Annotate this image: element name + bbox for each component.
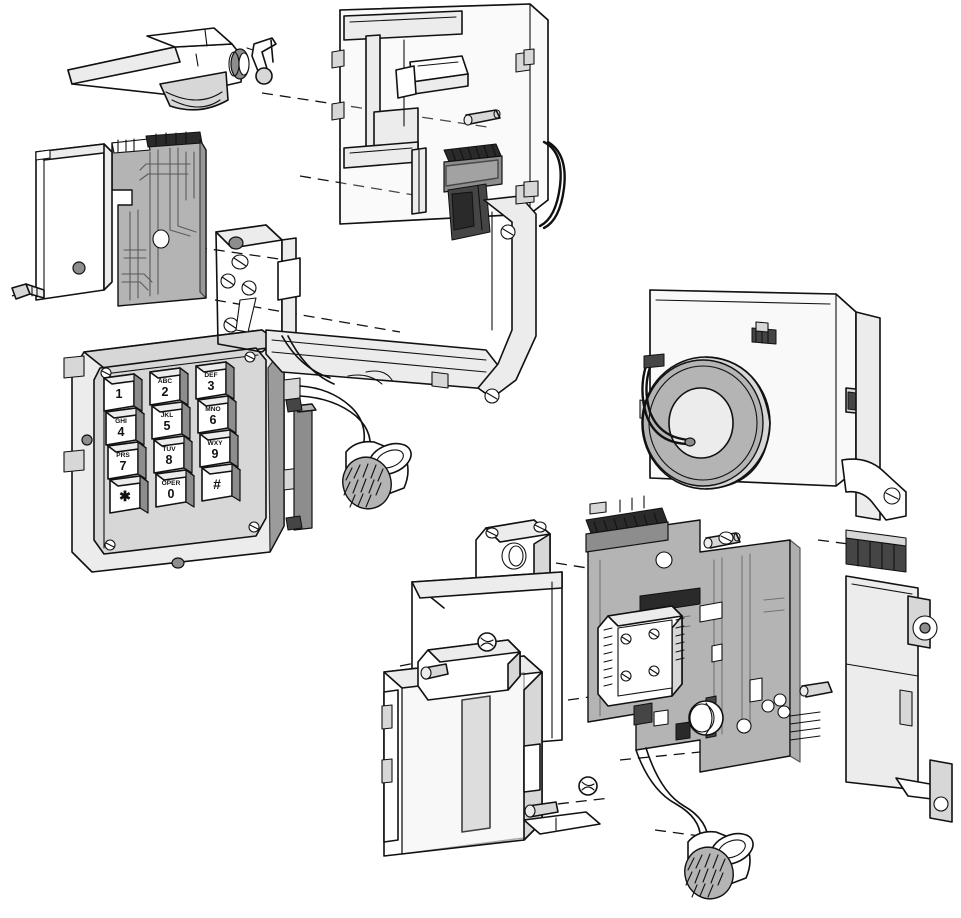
alignment-pin (463, 109, 501, 126)
key-label-alpha: PRS (116, 452, 130, 459)
ribbon-header (585, 495, 669, 553)
pcb-hole (655, 551, 673, 569)
key-label-num: 2 (162, 385, 169, 399)
cover-screw[interactable] (578, 776, 598, 796)
ringer-transducer (641, 353, 771, 490)
key-label-num: # (213, 476, 221, 492)
component-small (749, 677, 763, 703)
cover-screw[interactable] (477, 632, 497, 652)
lever-arm (251, 37, 277, 77)
key-label-alpha: ABC (158, 378, 173, 385)
cover-screw[interactable] (524, 801, 559, 818)
cord-connector-upper (299, 370, 412, 510)
key-label-num: 6 (210, 413, 217, 427)
keypad-bottom-screw (171, 557, 185, 569)
key-0[interactable]: OPER 0 (155, 469, 195, 508)
key-label-num: 8 (166, 453, 173, 467)
keypad-ear-top-left (63, 355, 85, 379)
key-label-alpha: TUV (162, 446, 176, 453)
key-4[interactable]: GHI 4 (105, 407, 145, 446)
cover-screw[interactable] (420, 663, 449, 680)
key-1[interactable]: 1 (103, 373, 143, 412)
ic-socket[interactable] (597, 605, 685, 707)
key-label-num: 3 (208, 379, 215, 393)
keypad-ear-bottom-left (63, 449, 85, 473)
keypad-side-screw (81, 434, 93, 446)
electrolytic-capacitor (688, 700, 724, 736)
key-label-num: 7 (120, 459, 127, 473)
key-label-num: 5 (164, 419, 171, 433)
key-label-alpha: JKL (161, 412, 173, 419)
key-label-num: 4 (118, 425, 125, 439)
hookswitch-lever (67, 27, 277, 111)
component-bar (639, 587, 701, 614)
component-round (736, 718, 752, 734)
component-small (711, 643, 723, 663)
key-3[interactable]: DEF 3 (195, 361, 235, 400)
cord-connector-lower (635, 747, 754, 900)
keypad-edge-connector (285, 397, 317, 531)
key-hash[interactable]: # (201, 463, 241, 502)
chassis-frame (215, 3, 566, 404)
key-label-alpha: GHI (115, 418, 127, 425)
cover-plate (35, 143, 113, 301)
key-star[interactable]: ✱ (109, 475, 149, 514)
cover-hole (72, 261, 86, 275)
mounting-screw[interactable] (11, 283, 45, 300)
key-label-alpha: DEF (204, 372, 217, 379)
logic-pcb (585, 495, 833, 773)
keypad-ear-top-right (283, 377, 301, 401)
key-label-num: 1 (116, 387, 123, 401)
pcb-keypad-controller (111, 131, 207, 307)
ringer-inner-dome (668, 387, 734, 459)
connector-pins (685, 853, 726, 898)
board-screw[interactable] (799, 681, 833, 698)
key-label-alpha: WXY (207, 440, 223, 447)
key-7[interactable]: PRS 7 (107, 441, 147, 480)
key-6[interactable]: MNO 6 (197, 395, 237, 434)
hinge-arm (841, 458, 907, 521)
socket-pins (603, 617, 685, 687)
key-label-num: ✱ (119, 488, 131, 504)
connector-pins (343, 463, 384, 508)
board-leads (789, 711, 821, 741)
key-label-num: 9 (212, 447, 219, 461)
bracket-center-hole (501, 542, 527, 570)
key-5[interactable]: JKL 5 (151, 401, 191, 440)
key-9[interactable]: WXY 9 (199, 429, 239, 468)
pcb-mount-hole (152, 229, 170, 249)
key-label-alpha: MNO (205, 406, 220, 413)
keypad-assembly[interactable]: 1 ABC 2 DEF 3 GHI 4 JKL (63, 329, 301, 573)
ribbon-connector (443, 143, 503, 241)
edge-connector-block (845, 529, 907, 573)
key-label-num: 0 (168, 487, 175, 501)
key-label-alpha: OPER (162, 480, 181, 487)
mounting-bracket (220, 236, 257, 333)
key-2[interactable]: ABC 2 (149, 367, 189, 406)
key-8[interactable]: TUV 8 (153, 435, 193, 474)
shield-cover (381, 571, 601, 857)
